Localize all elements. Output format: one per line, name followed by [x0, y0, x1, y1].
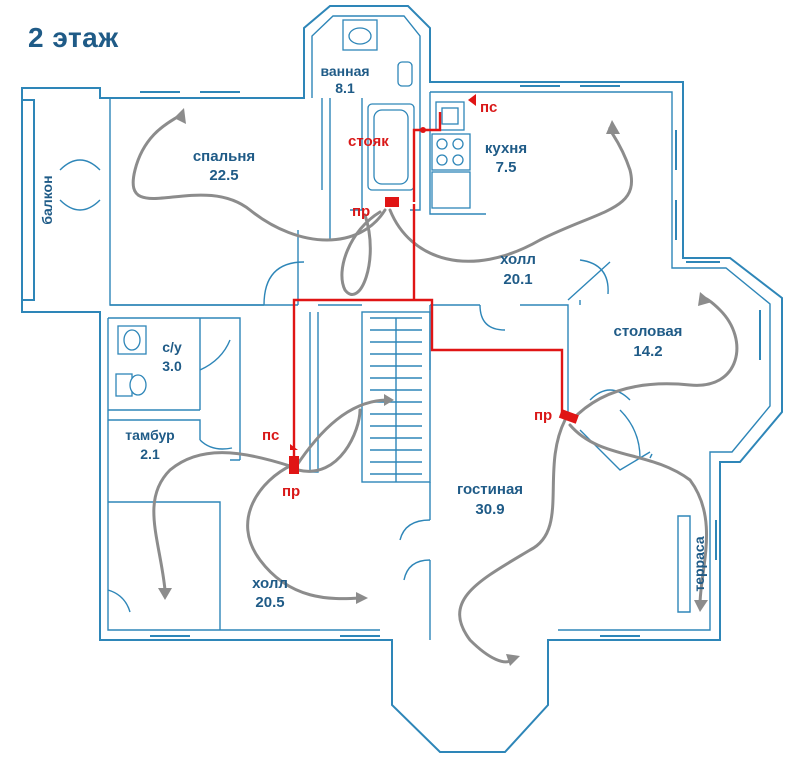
vent-grille-upper — [385, 197, 399, 207]
kitchen-fixtures — [431, 101, 471, 209]
room-bathroom-area: 8.1 — [335, 80, 355, 96]
room-bathroom-name: ванная — [320, 63, 369, 79]
room-dining-area: 14.2 — [633, 343, 662, 360]
ps-label-kitchen: пс — [480, 99, 497, 116]
airflow-paths — [131, 113, 739, 664]
airflow-kitchen — [388, 126, 633, 263]
outer-wall — [21, 5, 783, 753]
kitchen-cabinet — [431, 171, 471, 209]
stair-steps — [370, 317, 422, 482]
vent-grille-living — [558, 409, 579, 424]
airflow-living-stairs — [296, 408, 362, 473]
ps-marker-kitchen — [468, 94, 476, 106]
walls — [21, 5, 783, 753]
airflow-vestibule — [152, 451, 292, 592]
terrace-wall — [677, 515, 691, 613]
balcony-wall — [22, 99, 35, 301]
ps-label-hall: пс — [262, 427, 279, 444]
room-vestibule-area: 2.1 — [140, 446, 160, 462]
pr-label-hall: пр — [282, 483, 300, 500]
airflow-hall-lower — [246, 463, 362, 601]
room-hall-upper-area: 20.1 — [503, 271, 532, 288]
room-bedroom-area: 22.5 — [209, 167, 238, 184]
room-dining-name: столовая — [614, 323, 683, 340]
riser-point — [420, 127, 426, 133]
room-bedroom-name: спальня — [193, 148, 255, 165]
airflow-dining — [570, 296, 739, 422]
partition — [110, 98, 331, 306]
room-kitchen-area: 7.5 — [496, 159, 517, 176]
room-terrace-name: терраса — [691, 536, 707, 591]
vent-pipes — [289, 94, 579, 474]
dining-wall — [567, 261, 653, 459]
airflow-stairs — [293, 398, 390, 470]
riser-label: стояк — [348, 133, 389, 150]
room-vestibule-name: тамбур — [125, 427, 174, 443]
room-wc-name: с/у — [162, 339, 182, 355]
room-balcony-name: балкон — [39, 175, 55, 224]
vent-grille-hall — [289, 456, 299, 474]
toilet — [397, 61, 413, 87]
airflow-terrace — [568, 423, 709, 607]
room-hall-upper-name: холл — [500, 251, 536, 268]
airflow-living — [458, 418, 567, 664]
airflow-bathroom — [340, 210, 382, 296]
bathroom-fixtures — [342, 19, 415, 191]
wc-fixtures — [115, 325, 147, 397]
room-living-name: гостиная — [457, 481, 523, 498]
airflow-bedroom — [131, 113, 387, 242]
room-hall-lower-area: 20.5 — [255, 594, 284, 611]
room-hall-lower-name: холл — [252, 575, 288, 592]
room-kitchen-name: кухня — [485, 140, 527, 157]
room-wc-area: 3.0 — [162, 358, 182, 374]
vent-pipe — [292, 112, 564, 460]
windows — [99, 85, 761, 637]
airflow-arrowheads — [158, 108, 712, 666]
pr-label-living: пр — [534, 407, 552, 424]
pr-label-upper: пр — [352, 203, 370, 220]
stove — [431, 133, 471, 171]
door-swings — [59, 159, 641, 613]
wc-wall — [108, 317, 241, 630]
floor-title: 2 этаж — [28, 22, 119, 53]
partition — [309, 304, 651, 640]
room-living-area: 30.9 — [475, 501, 504, 518]
ps-marker-hall — [290, 444, 298, 450]
